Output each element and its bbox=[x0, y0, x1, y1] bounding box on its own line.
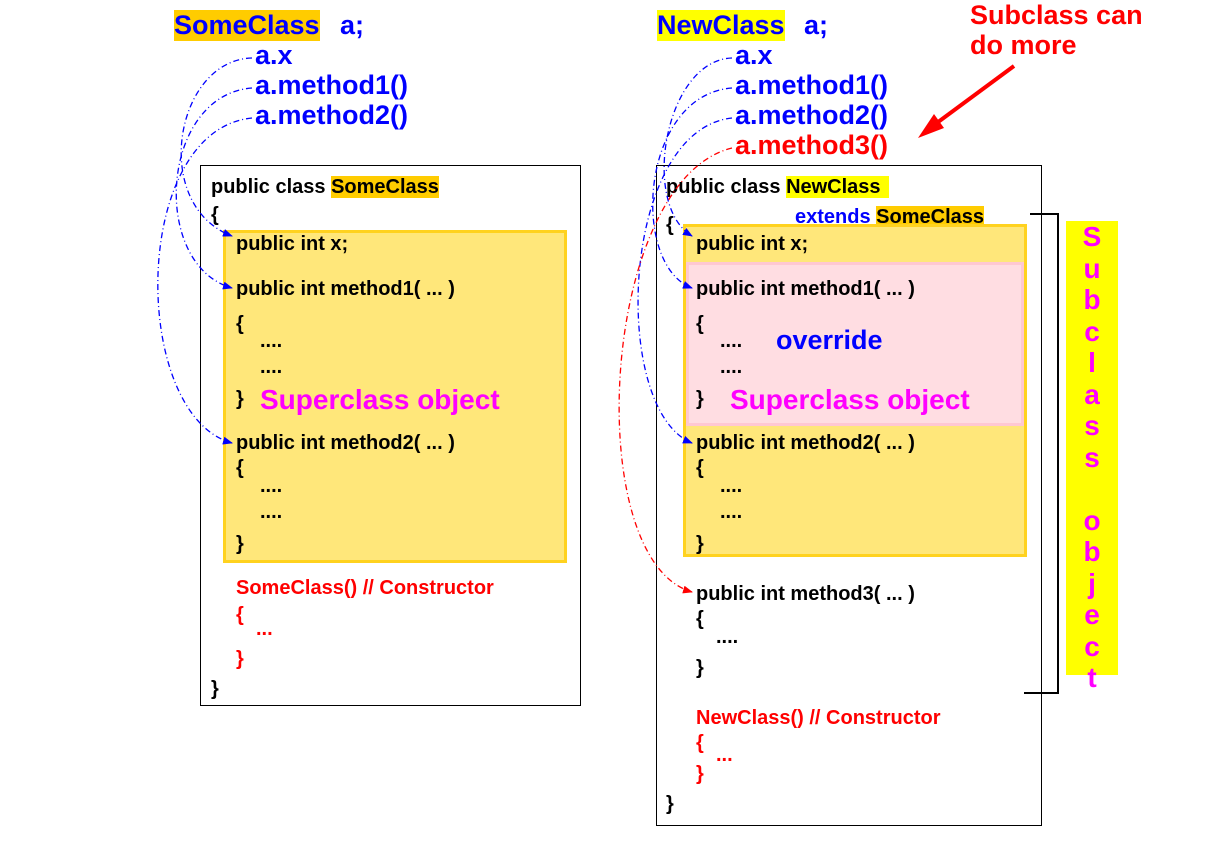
right-class-header: public class NewClass bbox=[666, 176, 889, 199]
right-arrow-x bbox=[663, 57, 733, 237]
override-region bbox=[686, 262, 1024, 426]
left-ctor-close: } bbox=[236, 648, 244, 670]
left-method2-dots-1: .... bbox=[260, 475, 283, 497]
left-method1-dots-2: .... bbox=[260, 356, 283, 378]
right-method3-sig: public int method3( ... ) bbox=[696, 583, 915, 605]
left-class-header: public class SomeClass bbox=[211, 176, 439, 198]
right-super-name: SomeClass bbox=[876, 206, 984, 228]
left-superclass-object bbox=[223, 230, 567, 563]
right-class-name: NewClass bbox=[786, 176, 889, 198]
right-method2-open: { bbox=[696, 457, 704, 479]
left-constructor: SomeClass() // Constructor bbox=[236, 577, 494, 599]
right-method1-sig: public int method1( ... ) bbox=[696, 278, 915, 300]
right-ctor-open: { bbox=[696, 732, 704, 754]
subclass-letter: l bbox=[1088, 347, 1096, 378]
right-ctor-dots: ... bbox=[716, 744, 733, 766]
subclass-letter: a bbox=[1084, 378, 1100, 410]
right-method2-sig: public int method2( ... ) bbox=[696, 432, 915, 454]
left-method2-open: { bbox=[236, 457, 244, 479]
left-field-x: public int x; bbox=[236, 233, 349, 255]
left-method2-sig: public int method2( ... ) bbox=[236, 432, 455, 454]
right-extends-line: extends SomeClass bbox=[795, 206, 984, 229]
left-close-brace: } bbox=[211, 678, 219, 700]
left-access-method2: a.method2() bbox=[255, 100, 409, 130]
right-method2-close: } bbox=[696, 533, 704, 555]
extends-keyword: extends bbox=[795, 206, 871, 228]
left-ctor-dots: ... bbox=[256, 618, 273, 640]
right-decl-var: a; bbox=[804, 10, 829, 40]
right-method3-close: } bbox=[696, 657, 704, 679]
right-object-label: Superclass object bbox=[730, 384, 970, 415]
right-method2-dots-2: .... bbox=[720, 501, 743, 523]
left-arrow-method1 bbox=[175, 87, 253, 290]
right-arrow-method1 bbox=[652, 87, 733, 289]
note-line-2: do more bbox=[970, 30, 1077, 60]
right-close-brace: } bbox=[666, 793, 674, 815]
left-arrow-method2 bbox=[157, 117, 253, 445]
note-arrow-head bbox=[918, 114, 944, 138]
right-open-brace: { bbox=[666, 214, 674, 236]
subclass-letter: c bbox=[1084, 315, 1100, 347]
note-line-1: Subclass can bbox=[970, 0, 1143, 30]
override-label: override bbox=[776, 325, 883, 355]
left-decl-var: a; bbox=[340, 10, 365, 40]
subclass-letter: o bbox=[1083, 504, 1101, 536]
left-access-x: a.x bbox=[255, 40, 293, 70]
subclass-letter: b bbox=[1083, 536, 1101, 567]
left-ctor-open: { bbox=[236, 604, 244, 626]
right-constructor: NewClass() // Constructor bbox=[696, 707, 941, 729]
right-method1-open: { bbox=[696, 313, 704, 335]
left-method2-dots-2: .... bbox=[260, 501, 283, 523]
subclass-letter: s bbox=[1084, 441, 1100, 473]
subclass-letter: j bbox=[1088, 567, 1096, 599]
left-access-method1: a.method1() bbox=[255, 70, 409, 100]
right-method1-dots-1: .... bbox=[720, 330, 743, 352]
right-method3-dots: .... bbox=[716, 626, 739, 648]
subclass-letter: e bbox=[1084, 599, 1100, 630]
right-access-x: a.x bbox=[735, 40, 773, 70]
right-method1-dots-2: .... bbox=[720, 356, 743, 378]
right-decl-type: NewClass bbox=[657, 10, 785, 41]
subclass-letter: b bbox=[1083, 284, 1101, 315]
left-object-label: Superclass object bbox=[260, 384, 500, 415]
right-access-method2: a.method2() bbox=[735, 100, 889, 130]
right-ctor-close: } bbox=[696, 763, 704, 785]
right-access-method1: a.method1() bbox=[735, 70, 889, 100]
left-open-brace: { bbox=[211, 204, 219, 226]
right-method2-dots-1: .... bbox=[720, 475, 743, 497]
left-method1-close: } bbox=[236, 388, 244, 410]
right-method3-open: { bbox=[696, 608, 704, 630]
right-arrow-method2 bbox=[637, 117, 733, 444]
subclass-letter: S bbox=[1082, 221, 1102, 252]
right-access-method3: a.method3() bbox=[735, 130, 889, 160]
left-method1-sig: public int method1( ... ) bbox=[236, 278, 455, 300]
subclass-letter: s bbox=[1084, 410, 1100, 441]
right-method1-close: } bbox=[696, 388, 704, 410]
left-method1-dots-1: .... bbox=[260, 330, 283, 352]
right-field-x: public int x; bbox=[696, 233, 809, 255]
note-arrow bbox=[928, 64, 1016, 130]
left-method2-close: } bbox=[236, 533, 244, 555]
subclass-object-label: S u b c l a s s o b j e c t bbox=[1066, 221, 1118, 693]
left-method1-open: { bbox=[236, 313, 244, 335]
subclass-letter: c bbox=[1084, 630, 1100, 662]
subclass-bracket bbox=[1024, 213, 1059, 694]
left-arrow-x bbox=[180, 57, 253, 237]
left-decl-type: SomeClass bbox=[174, 10, 320, 41]
right-arrow-method3 bbox=[618, 147, 733, 594]
subclass-letter: t bbox=[1087, 662, 1097, 693]
left-class-name: SomeClass bbox=[331, 176, 439, 198]
subclass-letter: u bbox=[1083, 252, 1101, 284]
